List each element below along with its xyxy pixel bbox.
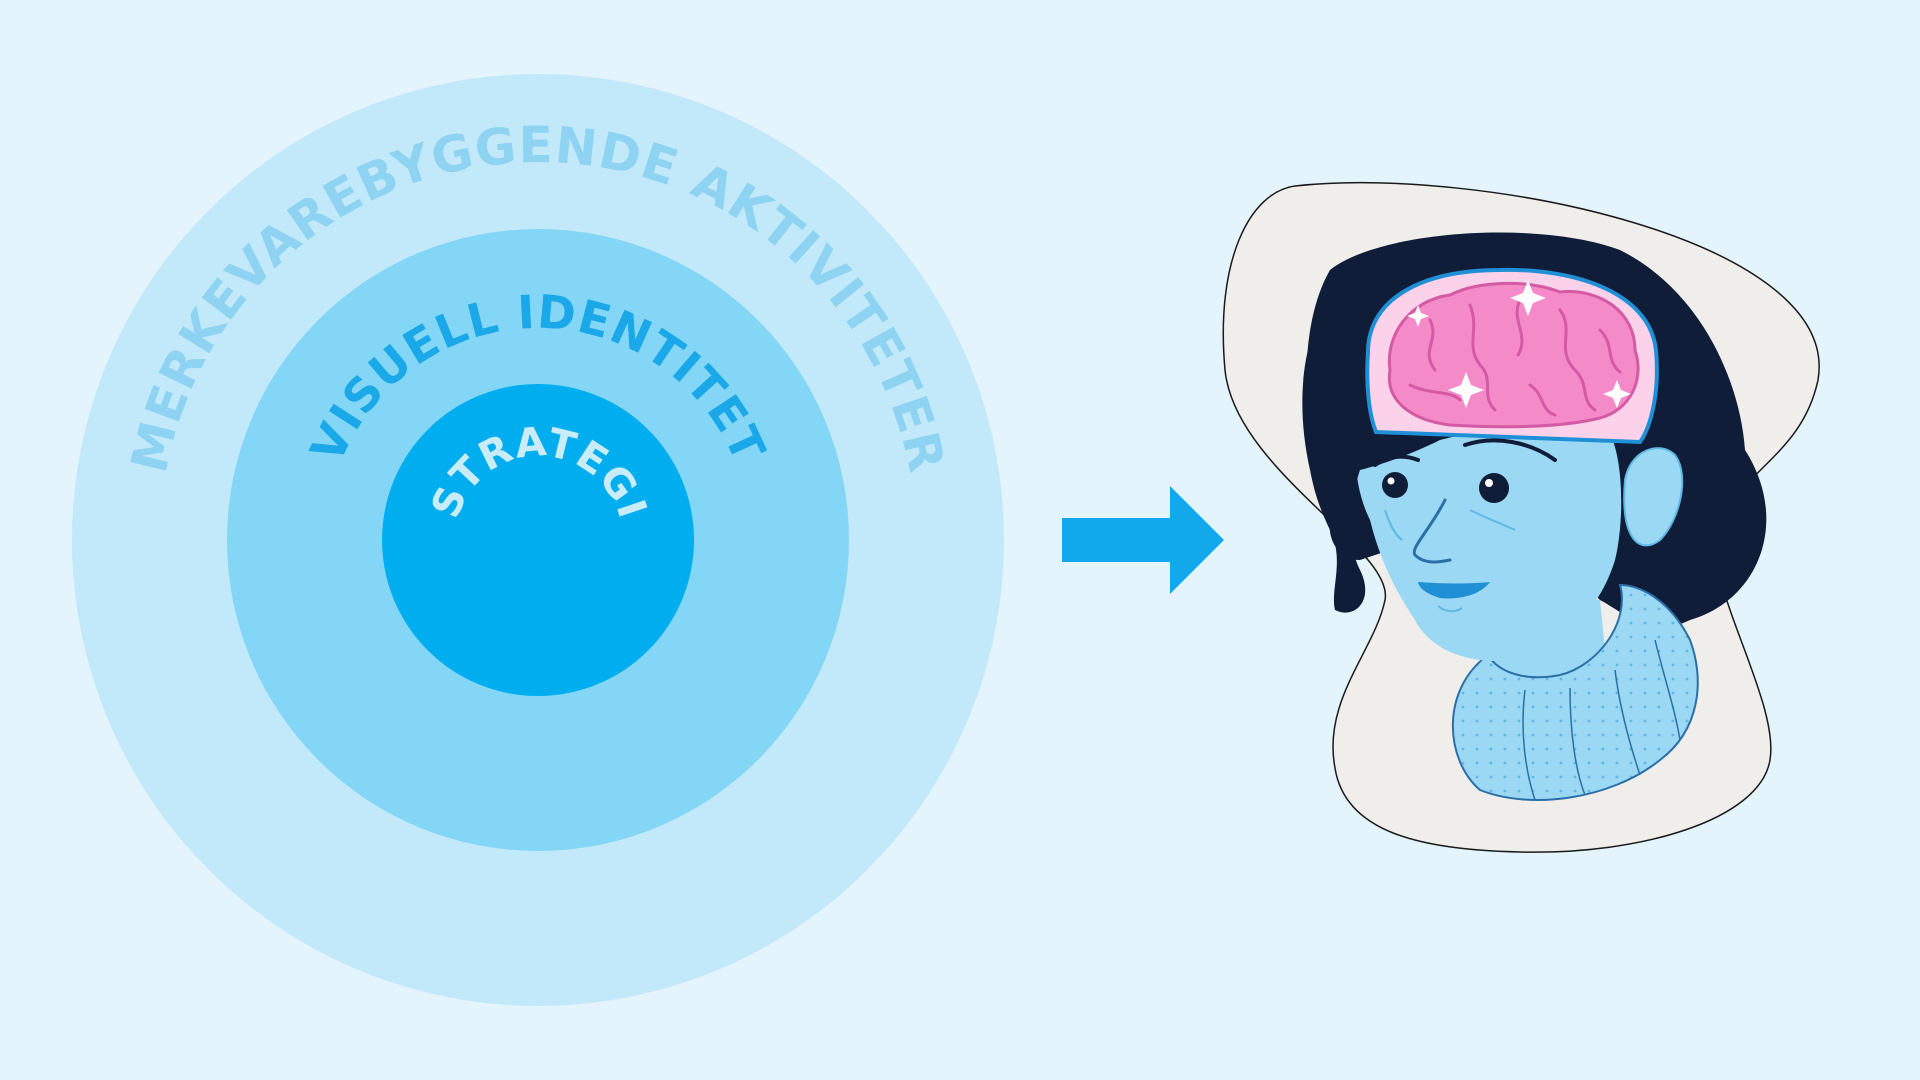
sweater-collar — [1451, 583, 1699, 801]
right-arrow-icon — [1062, 486, 1224, 594]
brain — [1387, 281, 1640, 429]
person-with-brain-icon — [1222, 182, 1820, 853]
ear — [1623, 447, 1684, 547]
sparkle-icons — [1407, 280, 1631, 408]
nose — [1412, 498, 1452, 564]
eyebrows — [1373, 438, 1557, 467]
concentric-rings: MERKEVAREBYGGENDE AKTIVITETER VISUELL ID… — [72, 74, 1004, 1006]
face — [1355, 409, 1622, 661]
mouth — [1418, 582, 1490, 599]
brain-folds — [1408, 298, 1622, 417]
eyes — [1382, 472, 1509, 503]
cheek-lines — [1384, 509, 1516, 541]
inner-circle — [382, 384, 694, 696]
